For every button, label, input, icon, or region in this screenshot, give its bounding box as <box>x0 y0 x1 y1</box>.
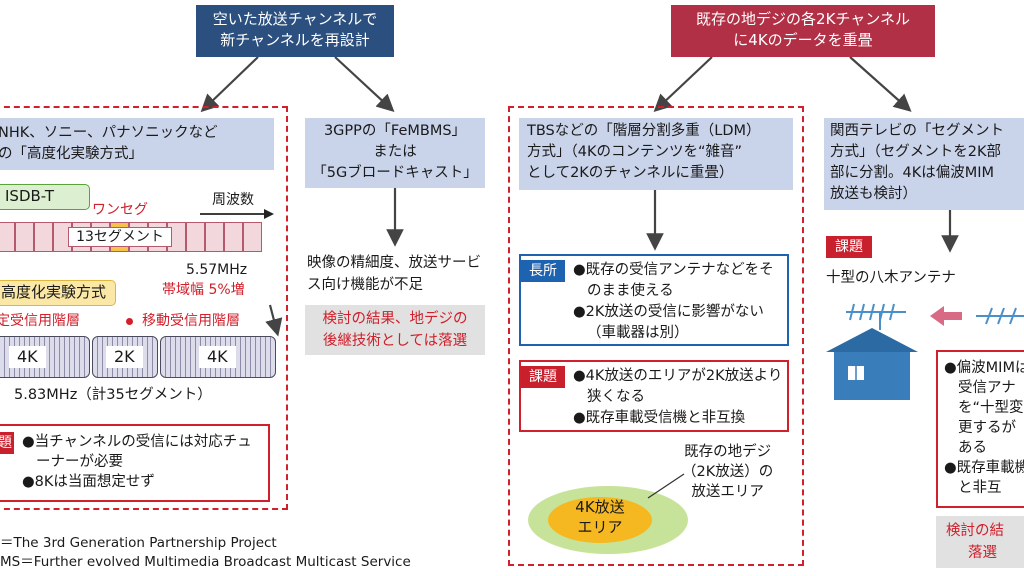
ldm-issue-1: ●4K放送のエリアが2K放送より狭くなる <box>573 368 783 405</box>
ldm-area-note: 既存の地デジ （2K放送）の 放送エリア <box>682 442 773 502</box>
right-header-line2: に4Kのデータを重畳 <box>733 31 873 49</box>
footnotes: ＝The 3rd Generation Partnership Project … <box>0 534 411 572</box>
yagi-antenna-label: 十型の八木アンテナ <box>826 270 956 286</box>
ldm-description: TBSなどの「階層分割多重（LDM） 方式」（4Kのコンテンツを“雑音” として… <box>519 118 793 190</box>
frequency-label: 周波数 <box>212 192 254 208</box>
ldm-issue-box: 課題 ●4K放送のエリアが2K放送より狭くなる ●既存車載受信機と非互換 <box>519 360 789 432</box>
isdb-label: ISDB-T <box>0 184 90 210</box>
ldm-merit-tag: 長所 <box>521 260 565 282</box>
block-4k-left-label: 4K <box>9 346 46 368</box>
4k-area-line2: エリア <box>577 518 623 536</box>
kansai-description: 関西テレビの「セグメント 方式」（セグメントを2K部 部に分割。4Kは偏波MIM… <box>824 118 1024 210</box>
nhk-issue-2: ●8Kは当面想定せず <box>22 474 155 490</box>
house-body <box>834 352 910 400</box>
house-roof <box>826 328 918 352</box>
gpp-line3: 「5Gブロードキャスト」 <box>312 165 478 181</box>
arrow-to-nhk <box>200 56 259 113</box>
block-2k: 2K <box>92 336 158 378</box>
kansai-desc-line1: 関西テレビの「セグメント <box>830 123 1004 139</box>
4k-coverage-area <box>548 497 652 543</box>
ldm-area-note-line2: （2K放送）の <box>682 464 774 480</box>
block-2k-label: 2K <box>106 346 143 368</box>
footnote-2: MS＝Further evolved Multimedia Broadcast … <box>0 554 411 570</box>
arrow-bw-pointer <box>265 304 283 337</box>
arrow-to-3gpp <box>334 56 395 112</box>
ldm-panel <box>508 106 804 566</box>
4k-area-label: 4K放送 エリア <box>562 497 638 537</box>
left-header-line2: 新チャンネルを再設計 <box>220 31 370 49</box>
ldm-merit-1: ●既存の受信アンテナなどをそのまま使える <box>573 262 774 299</box>
right-header-line1: 既存の地デジの各2Kチャンネル <box>696 10 910 28</box>
ldm-issue-tag: 課題 <box>521 366 565 388</box>
ldm-merit-2: ●2K放送の受信に影響がない（車載器は別） <box>573 304 764 341</box>
ldm-merit-box: 長所 ●既存の受信アンテナなどをそのまま使える ●2K放送の受信に影響がない（車… <box>519 254 789 346</box>
bandwidth-increase: 帯域幅 5%増 <box>162 282 245 298</box>
segment-strip: 13セグメント <box>0 222 262 252</box>
antenna-icon <box>846 303 906 330</box>
nhk-issue-box: 題 ●当チャンネルの受信には対応チューナーが必要 ●8Kは当面想定せず <box>0 424 270 502</box>
gpp-description: 3GPPの「FeMBMS」 または 「5Gブロードキャスト」 <box>305 118 485 188</box>
fixed-layer-label: 定受信用階層 <box>0 313 80 329</box>
ldm-desc-line1: TBSなどの「階層分割多重（LDM） <box>527 123 761 139</box>
block-4k-left: 4K <box>0 336 90 378</box>
ldm-desc-line2: 方式」（4Kのコンテンツを“雑音” <box>527 144 743 160</box>
mobile-layer-label: 移動受信用階層 <box>142 313 240 329</box>
nhk-desc-line1: NHK、ソニー、パナソニックなど <box>0 125 218 141</box>
left-header-box: 空いた放送チャンネルで 新チャンネルを再設計 <box>196 5 394 57</box>
nhk-description: NHK、ソニー、パナソニックなど の「高度化実験方式」 <box>0 118 274 170</box>
footnote-1: ＝The 3rd Generation Partnership Project <box>0 535 277 551</box>
gpp-line1: 3GPPの「FeMBMS」 <box>323 123 467 139</box>
coverage-area-diagram <box>528 473 688 554</box>
nhk-panel <box>0 106 288 510</box>
gpp-verdict-line1: 検討の結果、地デジの <box>322 311 468 327</box>
ldm-issue-2: ●既存車載受信機と非互換 <box>573 410 746 426</box>
nhk-issue-tag: 題 <box>0 432 14 454</box>
kansai-verdict: 検討の結 落選 <box>936 516 1024 568</box>
kansai-issue-tag: 課題 <box>826 236 872 258</box>
ldm-desc-line3: として2Kのチャンネルに重畳） <box>527 165 734 181</box>
kansai-verdict-line1: 検討の結 <box>946 523 1004 539</box>
gpp-line2: または <box>373 144 417 160</box>
right-header-box: 既存の地デジの各2Kチャンネル に4Kのデータを重畳 <box>671 5 935 57</box>
nhk-issue-list: ●当チャンネルの受信には対応チューナーが必要 ●8Kは当面想定せず <box>22 432 266 492</box>
block-4k-right: 4K <box>160 336 276 378</box>
kansai-issue-2: ●既存車載機と非互 <box>944 460 1024 496</box>
block-4k-right-label: 4K <box>199 346 236 368</box>
gpp-verdict: 検討の結果、地デジの 後継技術としては落選 <box>305 305 485 355</box>
mobile-layer-dot <box>126 318 133 325</box>
ldm-merit-list: ●既存の受信アンテナなどをそのまま使える ●2K放送の受信に影響がない（車載器は… <box>573 260 785 344</box>
left-header-line1: 空いた放送チャンネルで <box>212 10 378 28</box>
kansai-desc-line3: 部に分割。4Kは偏波MIM <box>830 165 995 181</box>
kansai-issue-list: ●偏波MIMは受信アナを“十型変更するがある ●既存車載機と非互 <box>944 358 1024 498</box>
kansai-issue-box: ●偏波MIMは受信アナを“十型変更するがある ●既存車載機と非互 <box>936 350 1024 508</box>
left-arrow-icon <box>930 306 962 326</box>
ldm-area-note-line3: 放送エリア <box>691 484 764 500</box>
13-segment-label: 13セグメント <box>68 227 172 247</box>
advanced-method-label: 高度化実験方式 <box>0 280 116 306</box>
gpp-verdict-line2: 後継技術としては落選 <box>322 333 468 349</box>
gpp-shortfall: 映像の精細度、放送サービス向け機能が不足 <box>307 255 481 293</box>
kansai-desc-line2: 方式」（セグメントを2K部 <box>830 144 1001 160</box>
house-antenna-illustration <box>826 303 1024 400</box>
oneseg-label: ワンセグ <box>92 202 148 218</box>
arrow-to-kansai <box>849 56 912 112</box>
new-antenna-icon <box>976 307 1024 325</box>
total-bandwidth: 5.83MHz（計35セグメント） <box>14 387 212 403</box>
ldm-area-note-line1: 既存の地デジ <box>684 444 772 460</box>
kansai-verdict-line2: 落選 <box>968 545 997 561</box>
frequency-arrow-icon <box>200 209 274 219</box>
kansai-desc-line4: 放送も検討） <box>830 186 917 202</box>
nhk-issue-1: ●当チャンネルの受信には対応チューナーが必要 <box>22 434 252 470</box>
arrow-to-ldm <box>653 56 713 113</box>
nhk-desc-line2: の「高度化実験方式」 <box>0 146 143 162</box>
kansai-issue-1: ●偏波MIMは受信アナを“十型変更するがある <box>944 360 1024 456</box>
4k-area-line1: 4K放送 <box>575 498 625 516</box>
ldm-issue-list: ●4K放送のエリアが2K放送より狭くなる ●既存車載受信機と非互換 <box>573 366 785 429</box>
bandwidth-value: 5.57MHz <box>186 262 248 278</box>
